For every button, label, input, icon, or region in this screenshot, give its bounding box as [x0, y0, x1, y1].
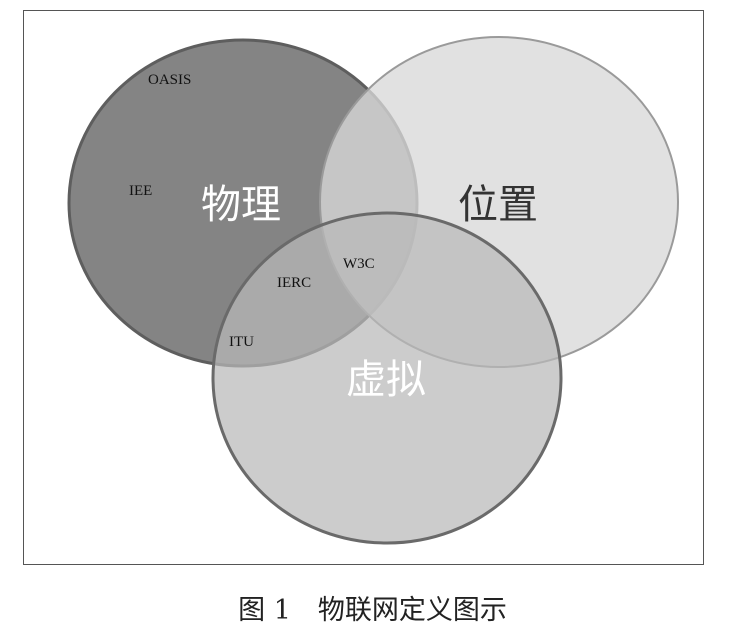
- figure-caption: 图 1 物联网定义图示: [238, 595, 507, 626]
- org-w3c-label: W3C: [343, 256, 375, 272]
- org-oasis-label: OASIS: [148, 72, 191, 88]
- org-ierc-label: IERC: [277, 275, 311, 291]
- set-virtual-circle: [211, 211, 563, 545]
- venn-diagram: 物理 位置 虚拟 OASIS IEE IERC W3C ITU: [67, 36, 679, 545]
- org-itu-label: ITU: [229, 334, 254, 350]
- set-location-label: 位置: [458, 182, 538, 228]
- set-virtual-label: 虚拟: [346, 357, 426, 403]
- set-physical-label: 物理: [201, 182, 281, 228]
- org-iee-label: IEE: [129, 183, 152, 199]
